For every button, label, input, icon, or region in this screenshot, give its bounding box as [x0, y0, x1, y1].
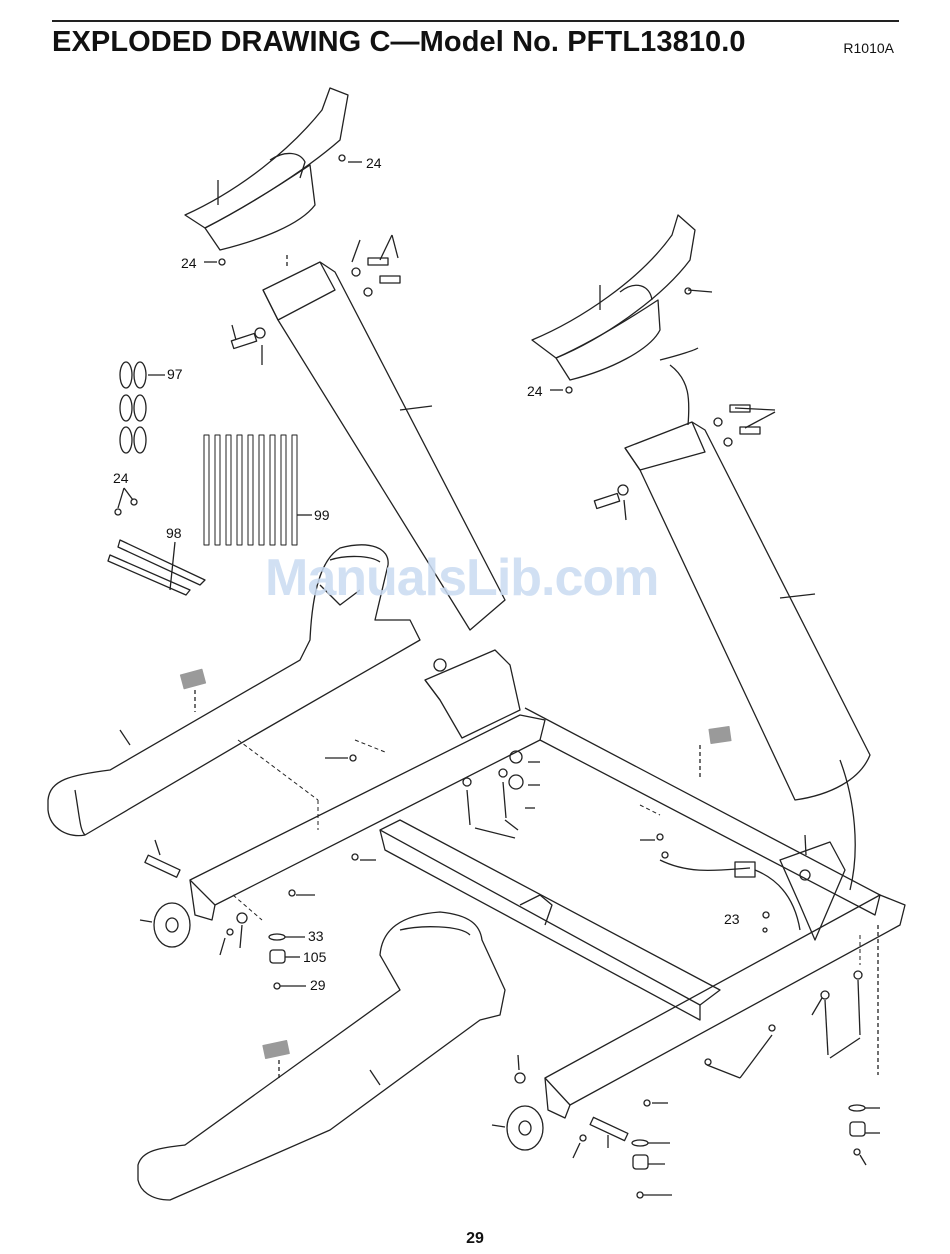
part-label: 24	[113, 470, 129, 486]
part-label: 97	[167, 366, 183, 382]
part-label: 98	[166, 525, 182, 541]
part-label: 33	[308, 928, 324, 944]
left-wheel	[140, 903, 190, 947]
left-upright-cover	[185, 88, 348, 250]
left-upright-bolts-pair	[352, 235, 400, 296]
base-frame	[190, 708, 905, 1118]
center-bolts	[463, 751, 540, 838]
wiring-harness	[660, 760, 855, 930]
right-base-label-patch	[700, 727, 731, 780]
leveler-right-front	[632, 1140, 672, 1198]
left-upright-bolt	[231, 325, 265, 365]
clips-group	[120, 362, 165, 453]
right-upright-cover	[532, 215, 695, 380]
part-label: 99	[314, 507, 330, 523]
right-upright-bolts-pair	[714, 405, 775, 446]
part-label: 24	[366, 155, 382, 171]
leveler-left	[269, 934, 306, 989]
part-label: 24	[527, 383, 543, 399]
part-label: 23	[724, 911, 740, 927]
long-bolt-right	[590, 1117, 628, 1148]
page-number: 29	[0, 1230, 950, 1248]
part-label: 24	[181, 255, 197, 271]
part-label: 105	[303, 949, 327, 965]
watermark: ManualsLib.com	[265, 548, 658, 608]
part-label: 29	[310, 977, 326, 993]
upright-bracket	[425, 650, 520, 738]
long-bolt-left	[145, 840, 180, 877]
small-screws-and-straps	[108, 488, 205, 595]
cable-ties-group	[204, 435, 312, 545]
misc-screws	[204, 155, 775, 1158]
right-wire-harness	[660, 348, 698, 425]
leveler-right-rear	[849, 925, 880, 1165]
right-bracket	[780, 835, 845, 940]
right-upright-bolt	[594, 485, 628, 520]
right-upright-tube	[625, 422, 870, 800]
right-wheel	[492, 1106, 543, 1150]
rear-bolts	[812, 971, 862, 1058]
